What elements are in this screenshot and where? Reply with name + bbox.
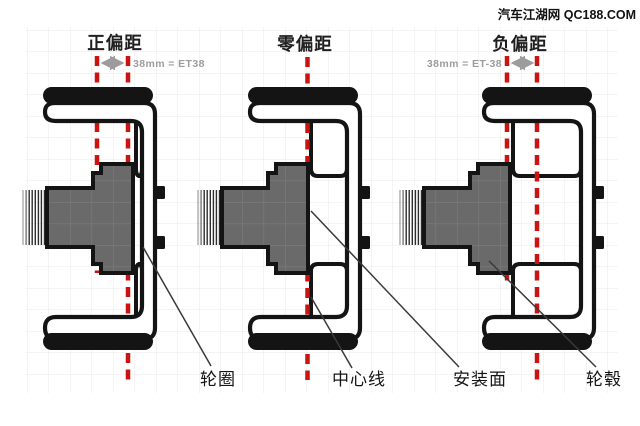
axle-spline-hatching	[22, 190, 46, 245]
label-hub: 轮毂	[586, 370, 622, 389]
leader-line-mounting-surface	[310, 210, 460, 368]
axle-spline-hatching	[399, 190, 423, 245]
offset-dimension-positive: 38mm = ET38	[133, 58, 205, 70]
hub-tab-upper	[358, 186, 370, 199]
diagram-negative-offset: 负偏距 38mm = ET-38	[399, 34, 604, 380]
diagram-zero-offset: 零偏距	[197, 34, 370, 380]
title-negative-offset: 负偏距	[492, 34, 548, 54]
rim-bead-pocket-top	[309, 118, 349, 178]
wheel-hub-section	[422, 162, 512, 275]
rim-flange-top	[482, 87, 592, 104]
hub-tab-lower	[358, 236, 370, 249]
rim-bead-pocket-top	[511, 118, 583, 178]
leader-line-hub	[488, 260, 597, 368]
rim-flange-bottom	[43, 333, 153, 350]
watermark-text: 汽车江湖网 QC188.COM	[498, 7, 636, 22]
rim-flange-bottom	[248, 333, 358, 350]
hub-tab-upper	[153, 186, 165, 199]
title-zero-offset: 零偏距	[276, 34, 333, 54]
leader-line-rim	[142, 246, 212, 367]
rim-bead-pocket-bottom	[309, 262, 349, 322]
wheel-hub-section	[45, 162, 135, 275]
wheel-hub-section	[220, 162, 310, 275]
hub-tab-lower	[153, 236, 165, 249]
label-mounting-surface: 安装面	[453, 370, 507, 389]
axle-spline-hatching	[197, 190, 221, 245]
rim-cross-section	[247, 100, 363, 342]
diagram-positive-offset: 正偏距 38mm = ET38	[22, 33, 205, 380]
leader-line-centerline	[310, 296, 353, 369]
label-rim: 轮圈	[200, 370, 236, 389]
title-positive-offset: 正偏距	[87, 33, 143, 53]
rim-flange-top	[43, 87, 153, 104]
rim-flange-bottom	[482, 333, 592, 350]
hub-tab-upper	[592, 186, 604, 199]
rim-cross-section	[42, 100, 158, 342]
rim-bead-pocket-bottom	[511, 262, 583, 322]
label-centerline: 中心线	[332, 370, 386, 389]
rim-cross-section	[481, 100, 597, 342]
offset-dimension-negative: 38mm = ET-38	[427, 58, 502, 70]
part-annotations: 轮圈 中心线 安装面 轮毂	[142, 210, 622, 389]
rim-flange-top	[248, 87, 358, 104]
hub-tab-lower	[592, 236, 604, 249]
